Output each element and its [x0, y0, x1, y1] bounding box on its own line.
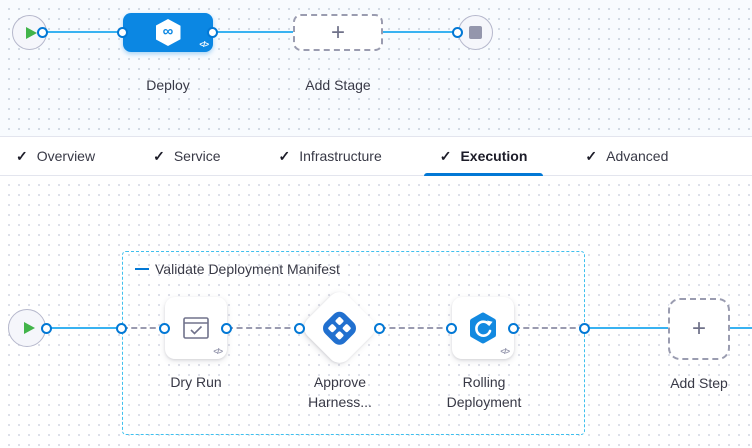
step-link-line [46, 327, 122, 329]
tab-infrastructure[interactable]: ✓ Infrastructure [263, 137, 398, 175]
stage-pipeline-canvas: ∞ </> + Deploy Add Stage [0, 0, 752, 136]
dry-run-checklist-icon [183, 317, 209, 339]
add-step-button[interactable]: + [668, 298, 730, 360]
connector-dot[interactable] [294, 323, 305, 334]
pipeline-end-node[interactable] [458, 15, 493, 50]
tab-label: Overview [36, 148, 96, 164]
tab-label: Advanced [606, 148, 669, 164]
tab-label: Execution [460, 148, 528, 164]
stage-node-deploy[interactable]: ∞ </> [123, 13, 213, 52]
plus-icon: + [330, 18, 345, 46]
connector-dot[interactable] [117, 27, 128, 38]
step-group-label[interactable]: Validate Deployment Manifest [135, 261, 340, 277]
code-view-icon[interactable]: </> [213, 347, 223, 356]
stage-config-tabbar: ✓ Overview ✓ Service ✓ Infrastructure ✓ … [0, 136, 752, 176]
step-group-box[interactable] [122, 251, 585, 435]
tab-label: Infrastructure [299, 148, 382, 164]
code-view-icon[interactable]: </> [500, 347, 510, 356]
stage-link-line [383, 31, 458, 33]
connector-dot[interactable] [446, 323, 457, 334]
step-link-line [380, 327, 452, 329]
step-link-line [227, 327, 300, 329]
step-label-approve-harness[interactable]: Approve Harness... [308, 374, 372, 410]
check-icon: ✓ [153, 147, 165, 164]
play-icon [26, 26, 37, 39]
tab-label: Service [173, 148, 221, 164]
harness-cd-icon: ∞ [155, 19, 181, 46]
tab-advanced[interactable]: ✓ Advanced [569, 137, 684, 175]
step-node-approve-harness[interactable] [299, 287, 380, 368]
stage-link-line [42, 31, 123, 33]
step-node-rolling-deployment[interactable]: </> [452, 297, 514, 359]
connector-dot[interactable] [452, 27, 463, 38]
tab-overview[interactable]: ✓ Overview [0, 137, 111, 175]
add-stage-label[interactable]: Add Stage [305, 77, 371, 93]
connector-dot[interactable] [221, 323, 232, 334]
connector-dot[interactable] [579, 323, 590, 334]
add-stage-button[interactable]: + [293, 14, 383, 51]
tab-execution[interactable]: ✓ Execution [423, 137, 544, 176]
check-icon: ✓ [16, 147, 28, 164]
connector-dot[interactable] [508, 323, 519, 334]
stage-label-deploy[interactable]: Deploy [146, 77, 190, 93]
check-icon: ✓ [585, 147, 598, 164]
step-label-rolling-deployment[interactable]: Rolling Deployment [446, 374, 522, 410]
step-link-line [514, 327, 585, 329]
check-icon: ✓ [278, 147, 291, 164]
execution-canvas: Validate Deployment Manifest </> [0, 176, 752, 448]
step-link-line [122, 327, 165, 329]
connector-dot[interactable] [207, 27, 218, 38]
connector-dot[interactable] [374, 323, 385, 334]
plus-icon: + [691, 315, 706, 342]
step-node-dry-run[interactable]: </> [165, 297, 227, 359]
connector-dot[interactable] [159, 323, 170, 334]
connector-dot[interactable] [41, 323, 52, 334]
connector-dot[interactable] [116, 323, 127, 334]
harness-approval-icon [323, 311, 356, 344]
group-dash-icon [135, 267, 149, 271]
step-label-dry-run[interactable]: Dry Run [170, 374, 222, 390]
connector-dot[interactable] [37, 27, 48, 38]
stage-link-line [213, 31, 293, 33]
rolling-deployment-icon [470, 312, 496, 344]
code-view-icon[interactable]: </> [199, 40, 209, 49]
tab-service[interactable]: ✓ Service [137, 137, 236, 175]
check-icon: ✓ [439, 147, 452, 164]
add-step-label[interactable]: Add Step [670, 375, 728, 391]
stop-icon [469, 26, 482, 39]
play-icon [23, 322, 35, 334]
